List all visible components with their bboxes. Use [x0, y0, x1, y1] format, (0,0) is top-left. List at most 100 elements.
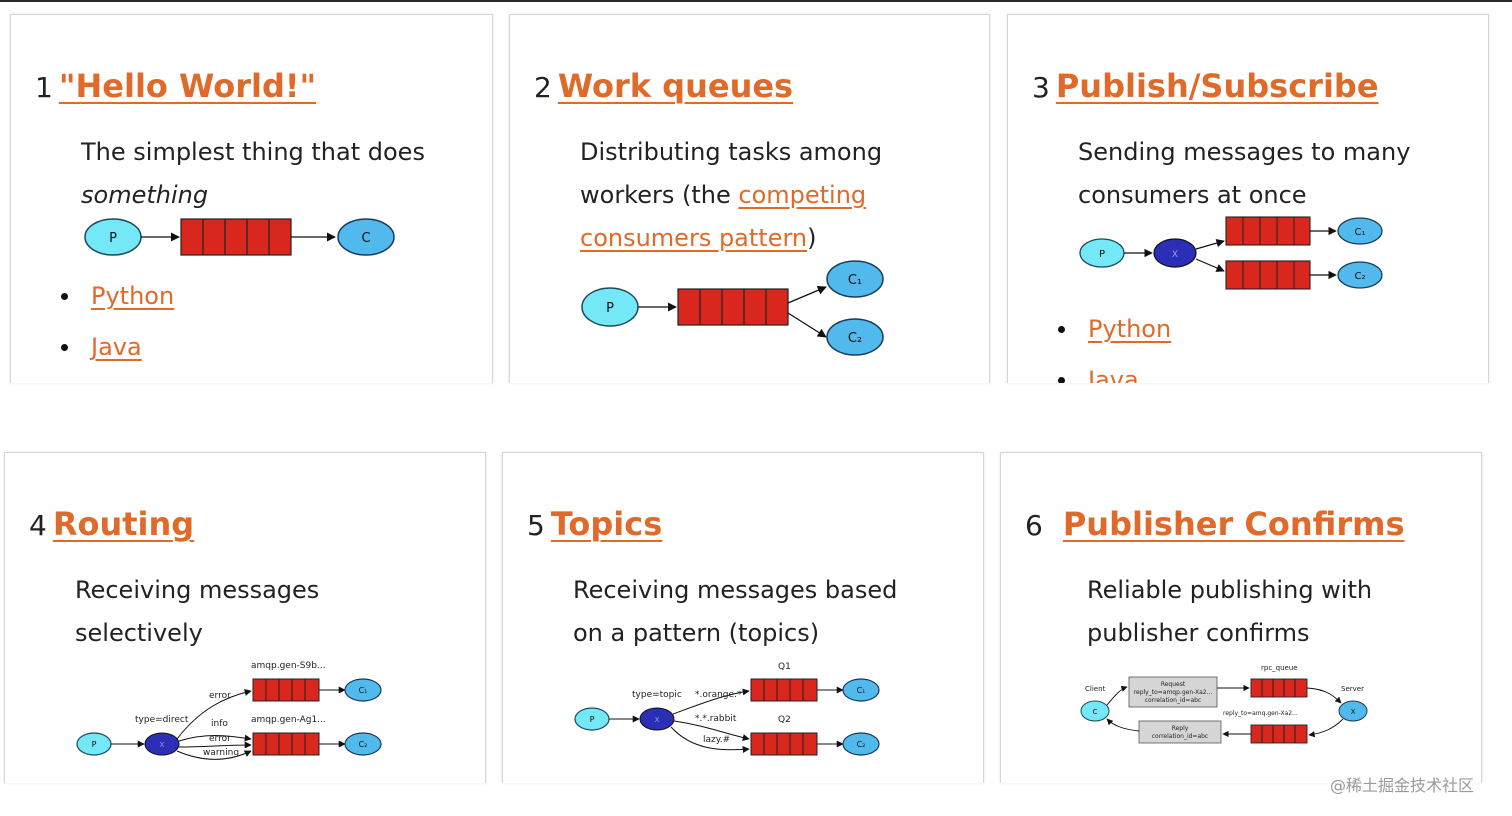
queue: [677, 288, 789, 326]
tutorial-description: The simplest thing that does something: [81, 131, 425, 217]
request-message: Request reply_to=amqp.gen-Xa2... correla…: [1128, 676, 1218, 708]
exchange-node: [639, 707, 675, 731]
binding-key-label: lazy.#: [703, 735, 730, 745]
consumer-label: C₁: [848, 273, 862, 288]
arrow: [673, 720, 750, 741]
description-line: Receiving messages based: [573, 576, 898, 604]
queue: [750, 678, 818, 702]
java-link[interactable]: Java: [1088, 366, 1139, 383]
svg-text:reply_to=amqp.gen-Xa2...: reply_to=amqp.gen-Xa2...: [1134, 689, 1213, 696]
tutorial-title-link[interactable]: "Hello World!": [58, 67, 317, 105]
queue: [1250, 724, 1308, 744]
tutorial-description: Receiving messages selectively: [75, 569, 319, 655]
exchange-label: X: [655, 716, 660, 724]
arrow: [670, 726, 750, 753]
tutorial-description: Distributing tasks among workers (the co…: [580, 131, 882, 260]
server-node: [1338, 700, 1368, 722]
reply-message: Reply correlation_id=abc: [1138, 720, 1222, 744]
language-links: Python Java: [1058, 304, 1171, 383]
watermark: @稀土掘金技术社区: [1330, 776, 1475, 795]
queue-name-label: Q2: [778, 715, 791, 725]
tutorial-number: 6: [1025, 509, 1043, 542]
consumer-node: [344, 732, 382, 756]
binding-key-label: error: [209, 691, 231, 701]
arrow: [672, 688, 750, 715]
arrow: [787, 285, 827, 304]
producer-label: P: [109, 231, 117, 246]
server-node-label: X: [1351, 708, 1356, 716]
description-line: consumers at once: [1078, 181, 1307, 209]
consumer-node: [842, 678, 880, 702]
consumer-node: [826, 260, 884, 298]
queue-name-label: reply_to=amq.gen-Xa2...: [1223, 710, 1298, 717]
consumer-label: C: [361, 231, 370, 246]
tutorial-heading: 1"Hello World!": [35, 67, 316, 105]
tutorial-card-hello-world: 1"Hello World!" The simplest thing that …: [10, 14, 493, 383]
consumer-label: C₂: [359, 740, 368, 749]
tutorial-title-link[interactable]: Publisher Confirms: [1062, 505, 1405, 543]
queue: [252, 732, 320, 756]
consumer-node: [1337, 217, 1383, 245]
client-label: Client: [1085, 685, 1106, 693]
language-item: Python: [61, 271, 174, 322]
tutorial-title-link[interactable]: Publish/Subscribe: [1055, 67, 1379, 105]
description-line: selectively: [75, 619, 203, 647]
description-line: Reliable publishing with: [1087, 576, 1373, 604]
binding-key-label: warning: [203, 748, 239, 758]
queue-name-label: amqp.gen-S9b...: [251, 661, 326, 671]
arrow: [1195, 258, 1225, 272]
queue-name-label: rpc_queue: [1261, 664, 1298, 672]
consumer-label: C₂: [1355, 271, 1366, 282]
competing-consumers-link-cont[interactable]: consumers pattern: [580, 224, 808, 252]
tutorial-number: 1: [35, 71, 53, 104]
tutorial-number: 4: [29, 509, 47, 542]
tutorial-description: Receiving messages based on a pattern (t…: [573, 569, 897, 655]
description-line: The simplest thing that does: [81, 138, 425, 166]
description-line: on a pattern (topics): [573, 619, 820, 647]
tutorial-description: Sending messages to many consumers at on…: [1078, 131, 1410, 217]
arrow: [1106, 718, 1140, 732]
consumer-node: [826, 318, 884, 356]
tutorial-heading: 6 Publisher Confirms: [1025, 505, 1405, 543]
description-line: publisher confirms: [1087, 619, 1310, 647]
exchange-type-label: type=topic: [632, 690, 682, 700]
arrow: [1106, 685, 1128, 706]
tutorial-title-link[interactable]: Routing: [52, 505, 195, 543]
language-item: Java: [61, 322, 174, 373]
tutorial-title-link[interactable]: Work queues: [557, 67, 794, 105]
exchange-node: [1153, 238, 1197, 268]
consumer-label: C₂: [857, 740, 866, 749]
exchange-label: X: [160, 741, 165, 749]
binding-key-label: error: [209, 734, 231, 744]
consumer-label: C₁: [359, 686, 368, 695]
producer-label: P: [590, 715, 595, 724]
client-node: [1080, 700, 1110, 722]
queue: [180, 218, 292, 256]
tutorial-title-link[interactable]: Topics: [550, 505, 663, 543]
arrow: [178, 734, 252, 742]
java-link[interactable]: Java: [91, 333, 142, 361]
competing-consumers-link[interactable]: competing: [738, 181, 867, 209]
tutorial-description: Reliable publishing with publisher confi…: [1087, 569, 1372, 655]
queue-name-label: amqp.gen-Ag1...: [251, 715, 326, 725]
producer-label: P: [606, 301, 614, 316]
routing-diagram: P X type=direct error info error warning…: [76, 661, 382, 760]
client-node-label: C: [1093, 708, 1098, 716]
python-link[interactable]: Python: [91, 282, 175, 310]
work-queues-diagram: P C₁ C₂: [581, 260, 884, 356]
binding-key-label: *.*.rabbit: [695, 714, 737, 724]
tutorial-number: 3: [1032, 71, 1050, 104]
publisher-confirms-diagram: Client C Request reply_to=amqp.gen-Xa2..…: [1080, 664, 1368, 744]
window-top-edge: [0, 0, 1512, 2]
tutorial-number: 5: [527, 509, 545, 542]
python-link[interactable]: Python: [1088, 315, 1172, 343]
binding-key-label: info: [211, 719, 228, 729]
queue: [252, 678, 320, 702]
consumer-node: [842, 732, 880, 756]
